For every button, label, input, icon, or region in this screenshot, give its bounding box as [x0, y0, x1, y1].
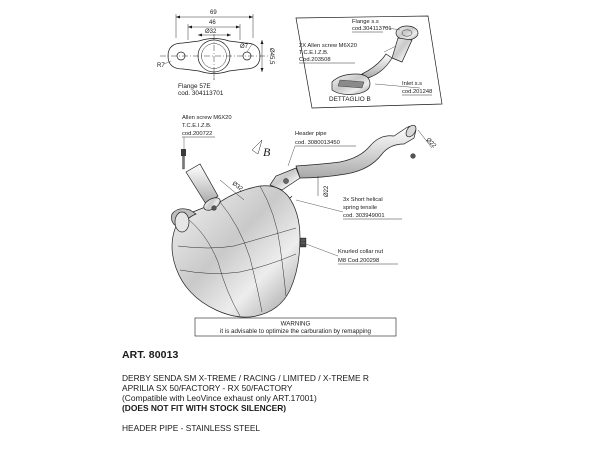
header-front-pipe [185, 163, 219, 205]
warning-title: WARNING [281, 321, 311, 328]
callout-header-code: cod. 3080013450 [295, 140, 340, 146]
callout-nut-code: M8 Cod.200298 [338, 258, 379, 264]
detail-b-label: DETTAGLIO B [329, 96, 371, 103]
expansion-chamber [171, 185, 301, 318]
detail-b: Flange s.s cod.304113701 2X Allen screw … [295, 15, 443, 109]
callout-springs-spec: spring tensile [343, 205, 377, 211]
dim-height: Ø45,5 [268, 48, 274, 65]
article-number: ART. 80013 [122, 349, 179, 361]
flange-code: cod. 304113701 [178, 90, 224, 97]
dim-overall: 69 [210, 10, 217, 16]
detail-b-screw-spec: T.C.E.I.Z.B. [299, 50, 329, 56]
detail-b-inlet-code: cod.201248 [402, 89, 432, 95]
dim-radius: R7 [157, 63, 165, 69]
callout-allen-title: Allen screw M6X20 [182, 115, 232, 121]
detail-b-screw-code: Cod.203508 [299, 57, 331, 63]
callout-springs-code: cod. 303949001 [343, 213, 385, 219]
main-assembly: B Ø32 Ø22 Ø22 Allen screw M6X20 T.C.E.I.… [171, 115, 438, 318]
material-line: HEADER PIPE - STAINLESS STEEL [122, 423, 261, 433]
detail-b-screw-name: 2X Allen screw M6X20 [299, 43, 357, 49]
detail-b-flange-name: Flange s.s [352, 19, 379, 25]
warning-box: WARNING it is advisable to optimize the … [194, 317, 397, 337]
callout-allen-spec: T.C.E.I.Z.B. [182, 123, 212, 129]
dim-inner: 46 [209, 20, 216, 26]
dim-main-d22-mid: Ø22 [324, 185, 330, 197]
detail-b-inlet-name: Inlet s.s [402, 81, 422, 87]
detail-b-flange-code: cod.304113701 [352, 26, 392, 32]
knurled-collar-nut [299, 237, 307, 248]
fitment-line-3: (Compatible with LeoVince exhaust only A… [122, 393, 317, 403]
callout-springs-title: 3x Short helical [343, 197, 383, 203]
detail-b-flange [361, 25, 419, 79]
callout-header-title: Header pipe [295, 131, 327, 137]
callout-allen-code: cod.200722 [182, 131, 212, 137]
dim-main-d22-right: Ø22 [425, 137, 438, 150]
allen-screw [181, 149, 186, 170]
dim-hole: Ø7 [240, 44, 249, 50]
flange-view: 69 46 Ø32 Ø7 Ø45,5 R7 Flange 57E co [157, 10, 274, 97]
fitment-line-2: APRILIA SX 50/FACTORY - RX 50/FACTORY [122, 383, 293, 393]
dim-bore: Ø32 [205, 29, 217, 35]
view-marker-b: B [263, 145, 271, 159]
flange-label: Flange 57E [178, 83, 211, 90]
fitment-line-1: DERBY SENDA SM X-TREME / RACING / LIMITE… [122, 373, 369, 383]
warning-text: it is advisable to optimize the carburat… [220, 328, 372, 335]
fitment-notice: (DOES NOT FIT WITH STOCK SILENCER) [122, 403, 287, 413]
detail-b-inlet [331, 73, 371, 95]
product-info: ART. 80013 DERBY SENDA SM X-TREME / RACI… [122, 349, 592, 433]
callout-nut-title: Knurled collar nut [338, 249, 384, 255]
